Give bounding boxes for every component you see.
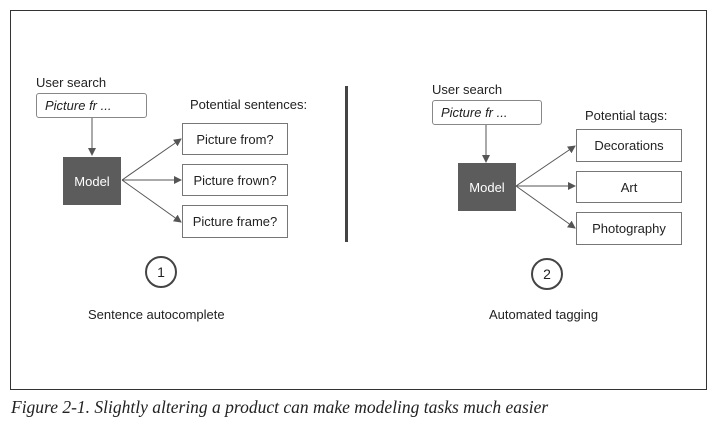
search-box-left: Picture fr ...: [36, 93, 147, 118]
arrow-model-to-output-1-right: [515, 145, 576, 187]
output-box-right-1: Decorations: [576, 129, 682, 162]
arrow-model-to-output-3-right: [515, 185, 576, 229]
arrow-model-to-output-3-left: [121, 179, 182, 223]
output-box-left-3: Picture frame?: [182, 205, 288, 238]
potential-sentences-title: Potential sentences:: [190, 97, 308, 112]
step-number-2: 2: [531, 258, 563, 290]
task-label-left: Sentence autocomplete: [88, 307, 225, 322]
output-box-right-3: Photography: [576, 212, 682, 245]
output-box-right-2: Art: [576, 171, 682, 203]
panel-divider: [345, 86, 348, 242]
search-box-right: Picture fr ...: [432, 100, 542, 125]
figure-caption: Figure 2-1. Slightly altering a product …: [11, 397, 549, 417]
step-number-1: 1: [145, 256, 177, 288]
model-box-right: Model: [458, 163, 516, 211]
output-box-left-2: Picture frown?: [182, 164, 288, 196]
model-box-left: Model: [63, 157, 121, 205]
user-search-label-left: User search: [36, 75, 107, 90]
arrow-model-to-output-1-left: [121, 138, 182, 181]
task-label-right: Automated tagging: [489, 307, 599, 322]
potential-tags-title: Potential tags:: [585, 108, 668, 123]
user-search-label-right: User search: [432, 82, 503, 97]
output-box-left-1: Picture from?: [182, 123, 288, 155]
